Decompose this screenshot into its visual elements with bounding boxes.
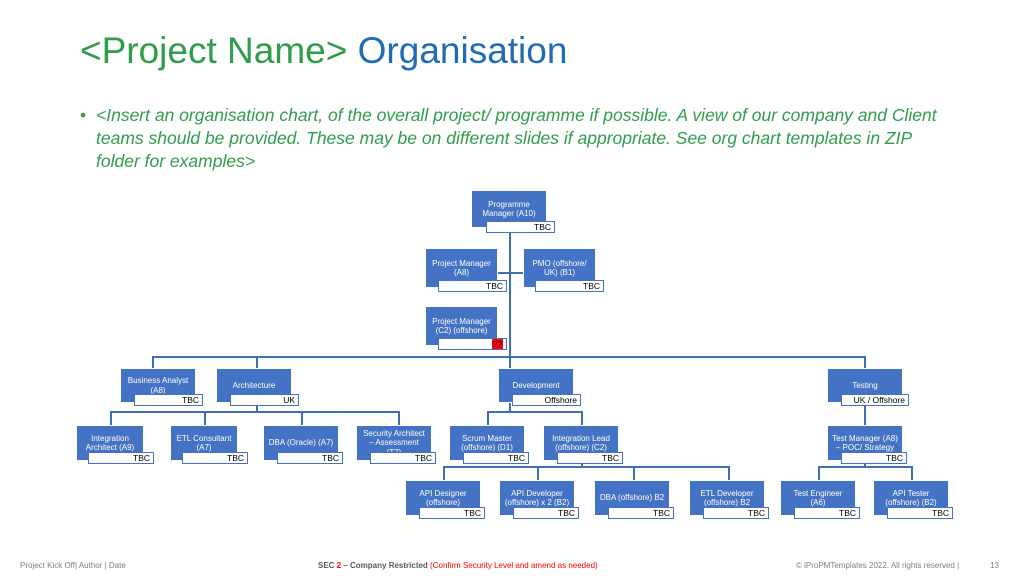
org-node-testing[interactable]: Testing bbox=[827, 368, 903, 403]
title-project-name: <Project Name> bbox=[80, 30, 348, 71]
org-tag-architecture: UK bbox=[230, 394, 299, 406]
org-tag-project-manager-c2: ?? bbox=[438, 338, 507, 350]
org-tag-testing: UK / Offshore bbox=[841, 394, 909, 406]
connector-line bbox=[911, 466, 913, 480]
org-tag-pmo: TBC bbox=[535, 280, 604, 292]
connector-line bbox=[487, 411, 489, 425]
connector-line bbox=[581, 411, 583, 425]
security-level: 2 bbox=[336, 561, 342, 570]
connector-line bbox=[509, 228, 511, 411]
connector-line bbox=[581, 461, 583, 467]
connector-line bbox=[728, 466, 730, 480]
connector-line bbox=[487, 411, 582, 413]
connector-line bbox=[498, 272, 523, 274]
connector-line bbox=[443, 466, 445, 480]
org-tag-scrum-master: TBC bbox=[463, 452, 529, 464]
bullet-dot-icon: • bbox=[80, 105, 87, 125]
page-title: <Project Name> Organisation bbox=[80, 30, 567, 72]
connector-line bbox=[818, 466, 820, 480]
footer-left: Project Kick Off| Author | Date bbox=[20, 561, 126, 570]
connector-line bbox=[398, 411, 400, 425]
bullet-point: • <Insert an organisation chart, of the … bbox=[80, 104, 960, 173]
tag-text: ?? bbox=[491, 339, 503, 349]
connector-line bbox=[443, 466, 729, 468]
connector-line bbox=[110, 411, 399, 413]
footer-copyright: © iProPMTemplates 2022. All rights reser… bbox=[796, 561, 960, 570]
org-tag-dba-offshore: TBC bbox=[608, 507, 674, 519]
security-prefix: SEC bbox=[318, 561, 337, 570]
page-number: 13 bbox=[990, 561, 999, 570]
bullet-text: <Insert an organisation chart, of the ov… bbox=[96, 105, 937, 171]
org-tag-etl-developer: TBC bbox=[703, 507, 769, 519]
org-tag-project-manager-a8: TBC bbox=[438, 280, 507, 292]
org-tag-api-designer: TBC bbox=[419, 507, 485, 519]
org-tag-api-tester: TBC bbox=[887, 507, 953, 519]
connector-line bbox=[864, 461, 866, 467]
connector-line bbox=[633, 466, 635, 480]
connector-line bbox=[818, 466, 912, 468]
org-tag-development: Offshore bbox=[512, 394, 581, 406]
security-note: (Confirm Security Level and amend as nee… bbox=[427, 561, 598, 570]
org-tag-programme-manager: TBC bbox=[486, 221, 555, 233]
connector-line bbox=[864, 356, 866, 368]
connector-line bbox=[256, 356, 258, 368]
org-tag-integration-architect: TBC bbox=[88, 452, 154, 464]
org-tag-etl-consultant: TBC bbox=[182, 452, 248, 464]
org-tag-business-analyst: TBC bbox=[134, 394, 203, 406]
connector-line bbox=[204, 411, 206, 425]
connector-line bbox=[152, 356, 865, 358]
org-tag-dba-oracle: TBC bbox=[277, 452, 343, 464]
title-organisation: Organisation bbox=[357, 30, 568, 71]
connector-line bbox=[301, 411, 303, 425]
org-tag-test-engineer: TBC bbox=[794, 507, 860, 519]
org-tag-test-manager: TBC bbox=[841, 452, 907, 464]
connector-line bbox=[110, 411, 112, 425]
org-tag-api-developer: TBC bbox=[513, 507, 579, 519]
security-label: – Company Restricted bbox=[341, 561, 428, 570]
connector-line bbox=[864, 405, 866, 425]
connector-line bbox=[152, 356, 154, 368]
org-tag-integration-lead: TBC bbox=[557, 452, 623, 464]
footer-security: SEC 2 – Company Restricted (Confirm Secu… bbox=[318, 561, 598, 570]
org-tag-security-architect: TBC bbox=[370, 452, 436, 464]
connector-line bbox=[537, 466, 539, 480]
connector-line bbox=[256, 405, 258, 412]
